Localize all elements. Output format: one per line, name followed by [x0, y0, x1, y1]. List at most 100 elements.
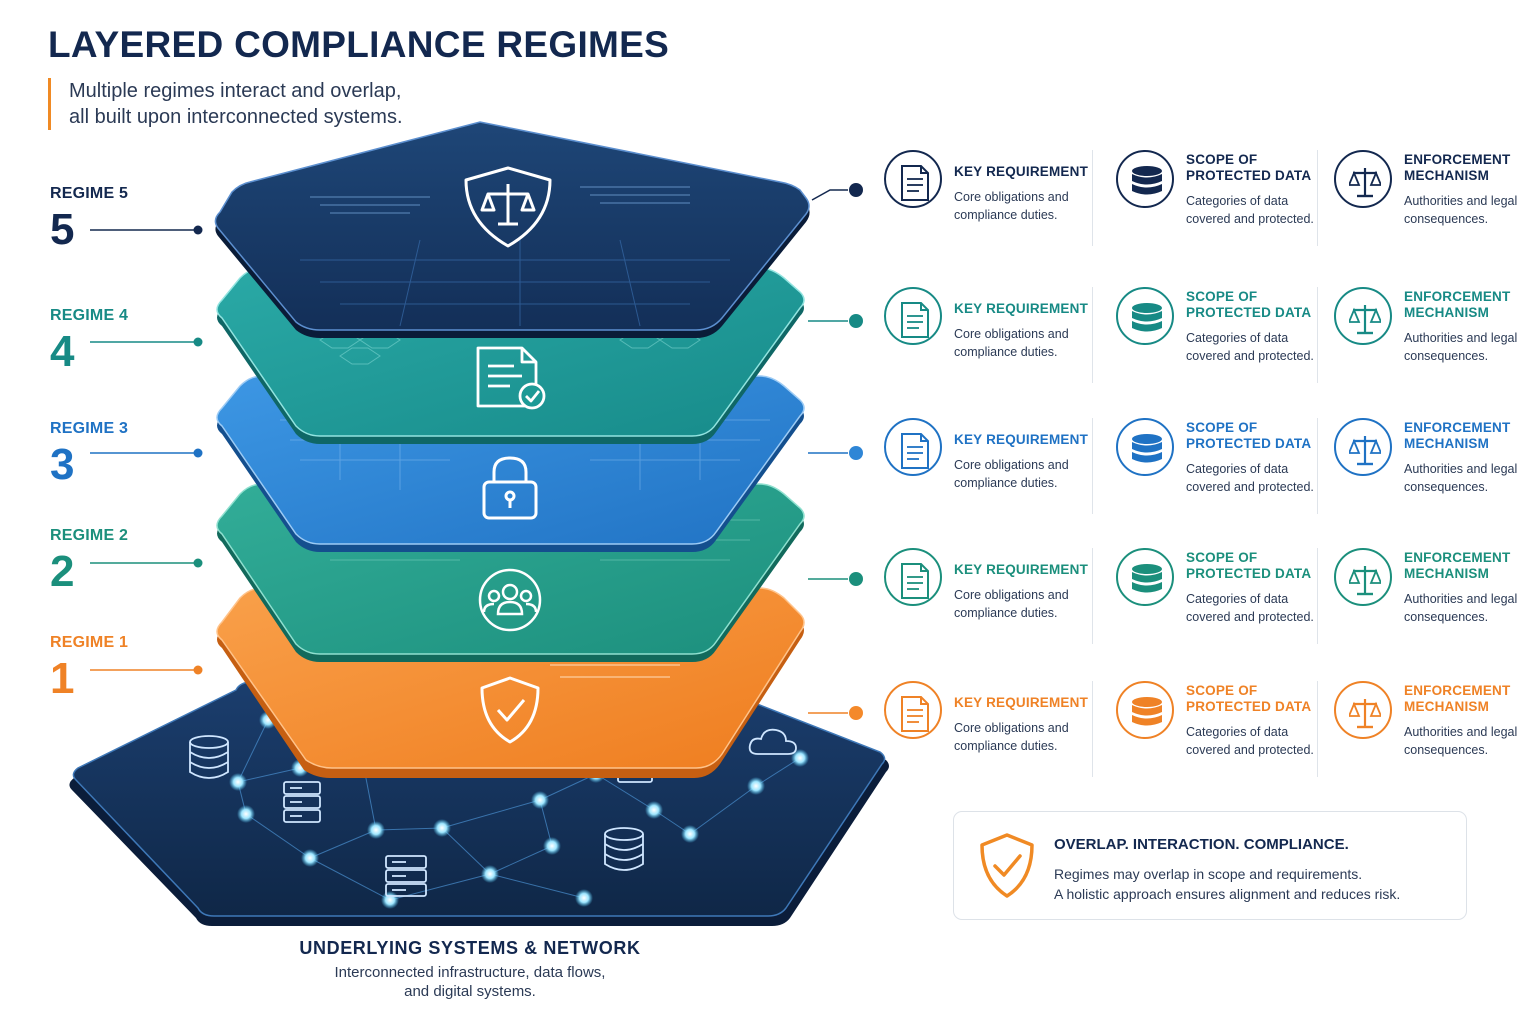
cell-description: Categories of data covered and protected. — [1186, 192, 1326, 228]
column-divider — [1317, 548, 1318, 644]
column-divider — [1092, 681, 1093, 777]
cell-description-line: Categories of data — [1186, 194, 1289, 208]
cell-heading-line: ENFORCEMENT — [1404, 152, 1511, 167]
network-node — [791, 749, 809, 767]
cell-description-line: compliance duties. — [954, 345, 1058, 359]
server-icon — [283, 781, 321, 823]
cell-description-line: Core obligations and — [954, 588, 1069, 602]
cell-description-line: Authorities and legal — [1404, 331, 1518, 345]
network-node — [229, 773, 247, 791]
cell-description-line: covered and protected. — [1186, 212, 1314, 226]
document-icon — [884, 681, 942, 739]
cell-description-line: Authorities and legal — [1404, 592, 1518, 606]
shield-scale-icon — [464, 166, 552, 248]
cell-heading-line: SCOPE OF — [1186, 420, 1258, 435]
overlap-callout: OVERLAP. INTERACTION. COMPLIANCE. Regime… — [953, 811, 1467, 920]
base-title: UNDERLYING SYSTEMS & NETWORK — [299, 938, 641, 958]
cell-heading-line: PROTECTED DATA — [1186, 699, 1312, 714]
cell-description-line: consequences. — [1404, 743, 1489, 757]
cell-description-line: Core obligations and — [954, 327, 1069, 341]
key-requirement-cell: KEY REQUIREMENT Core obligations and compl… — [880, 287, 1090, 387]
cell-heading: KEY REQUIREMENT — [954, 164, 1094, 180]
cell-heading: KEY REQUIREMENT — [954, 301, 1094, 317]
cell-heading-line: SCOPE OF — [1186, 683, 1258, 698]
regime-number: 5 — [50, 205, 75, 254]
cell-description-line: Authorities and legal — [1404, 194, 1518, 208]
cell-heading: KEY REQUIREMENT — [954, 695, 1094, 711]
cell-heading-line: MECHANISM — [1404, 699, 1490, 714]
regime-3-label: REGIME 3 3 — [50, 420, 200, 488]
cell-description-line: Categories of data — [1186, 462, 1289, 476]
cell-description-line: consequences. — [1404, 212, 1489, 226]
network-node — [747, 777, 765, 795]
column-divider — [1317, 681, 1318, 777]
column-divider — [1317, 418, 1318, 514]
database-icon — [189, 735, 229, 779]
document-icon — [884, 418, 942, 476]
network-node — [381, 891, 399, 909]
cell-heading-line: KEY REQUIREMENT — [954, 301, 1089, 316]
cell-heading-line: PROTECTED DATA — [1186, 436, 1312, 451]
cell-heading-line: SCOPE OF — [1186, 152, 1258, 167]
cell-description-line: Core obligations and — [954, 458, 1069, 472]
regime-5-label: REGIME 5 5 — [50, 185, 200, 253]
cell-heading-line: ENFORCEMENT — [1404, 683, 1511, 698]
callout-text: Regimes may overlap in scope and require… — [1054, 864, 1400, 904]
cell-heading-line: MECHANISM — [1404, 168, 1490, 183]
cell-description-line: covered and protected. — [1186, 610, 1314, 624]
cell-description-line: covered and protected. — [1186, 743, 1314, 757]
network-node — [367, 821, 385, 839]
callout-text-line: A holistic approach ensures alignment an… — [1054, 886, 1401, 902]
cell-description-line: covered and protected. — [1186, 349, 1314, 363]
network-node — [543, 837, 561, 855]
cell-heading: KEY REQUIREMENT — [954, 562, 1094, 578]
cell-description-line: compliance duties. — [954, 739, 1058, 753]
document-icon — [884, 287, 942, 345]
network-node — [301, 849, 319, 867]
column-divider — [1092, 548, 1093, 644]
regime-name: REGIME 2 — [50, 527, 129, 544]
cell-heading-line: MECHANISM — [1404, 436, 1490, 451]
cell-description: Authorities and legal consequences. — [1404, 723, 1536, 759]
regime-number: 4 — [50, 327, 75, 376]
shield-check-icon — [480, 676, 540, 744]
cell-heading-line: ENFORCEMENT — [1404, 550, 1511, 565]
cloud-icon — [748, 728, 797, 755]
regime-2-label: REGIME 2 2 — [50, 527, 200, 595]
people-icon — [478, 568, 542, 632]
cell-description-line: Authorities and legal — [1404, 462, 1518, 476]
base-description: Interconnected infrastructure, data flow… — [270, 963, 670, 1001]
subtitle-line-2: all built upon interconnected systems. — [69, 106, 403, 128]
scale-icon — [1334, 548, 1392, 606]
regime-row-4: KEY REQUIREMENT Core obligations and compl… — [880, 287, 1530, 387]
cell-description-line: Authorities and legal — [1404, 725, 1518, 739]
server-icon — [385, 855, 427, 897]
